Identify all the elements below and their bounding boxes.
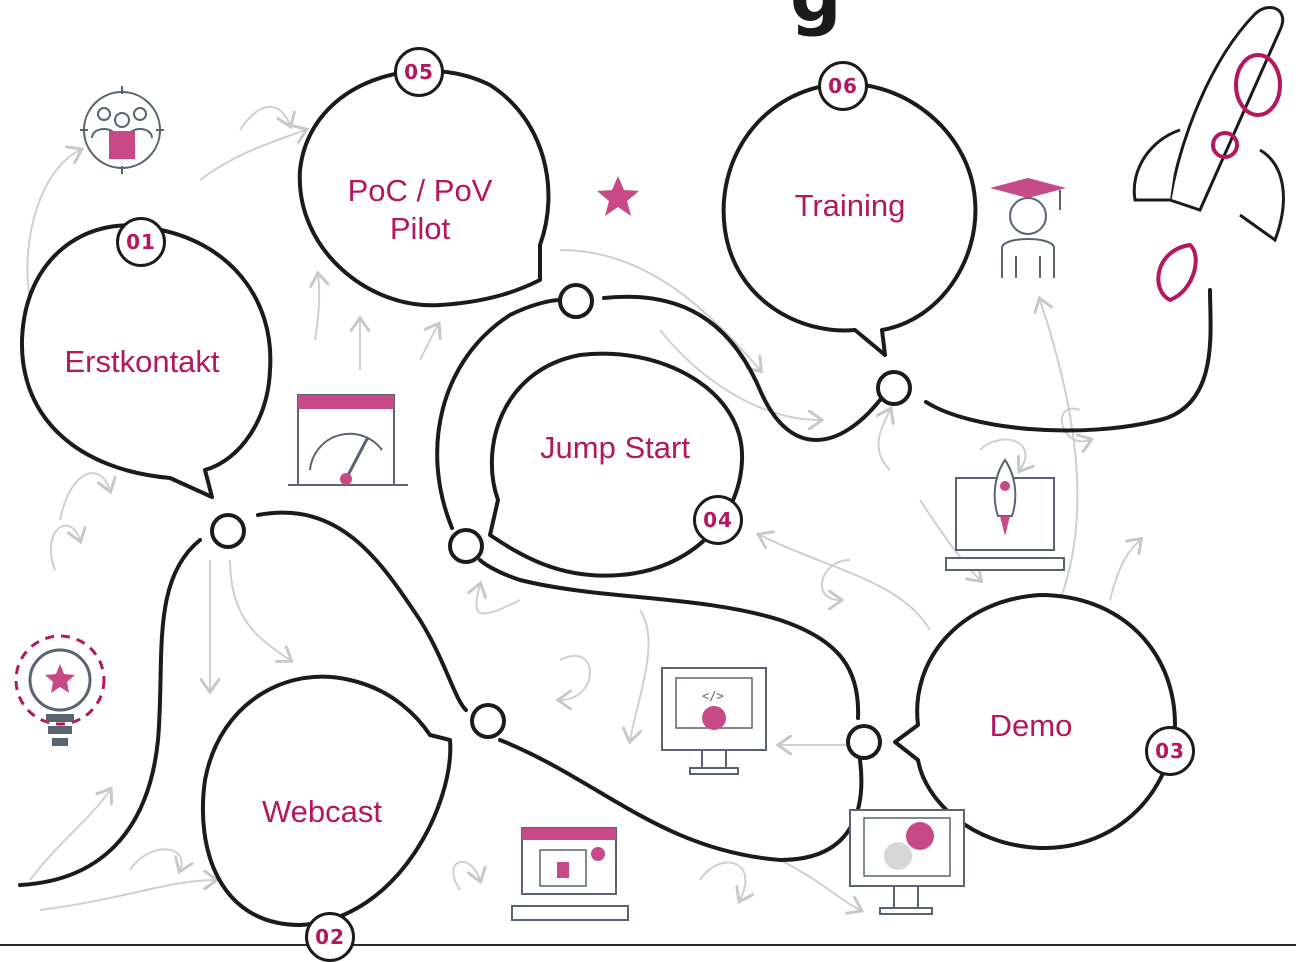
step-badge-06: 06 bbox=[818, 61, 868, 111]
step-number: 03 bbox=[1155, 739, 1185, 763]
monitor-code-icon bbox=[849, 809, 965, 915]
step-number: 05 bbox=[404, 60, 434, 84]
junction-circles bbox=[210, 283, 912, 760]
rocket-icon bbox=[1132, 5, 1285, 303]
step-badge-05: 05 bbox=[394, 47, 444, 97]
step-badge-01: 01 bbox=[116, 217, 166, 267]
background-arrows bbox=[26, 105, 1140, 910]
star-icon bbox=[597, 176, 639, 216]
step-label-erstkontakt: Erstkontakt bbox=[64, 344, 220, 379]
step-number: 04 bbox=[703, 508, 733, 532]
step-label-training: Training bbox=[794, 188, 906, 223]
bubble-poc bbox=[297, 68, 551, 308]
step-badge-02: 02 bbox=[305, 912, 355, 962]
bubble-demo bbox=[893, 593, 1177, 851]
laptop-webinar-icon bbox=[511, 827, 629, 921]
step-number: 01 bbox=[126, 230, 156, 254]
speedometer-dashboard-icon bbox=[288, 394, 408, 486]
step-label-poc-pilot: PoC / PoV Pilot bbox=[347, 173, 493, 246]
svg-text:</>: </> bbox=[702, 689, 724, 703]
step-badge-03: 03 bbox=[1145, 726, 1195, 776]
step-label-jump-start: Jump Start bbox=[540, 430, 690, 465]
bubble-webcast bbox=[200, 674, 453, 927]
step-label-webcast: Webcast bbox=[261, 794, 383, 829]
bubble-jump-start bbox=[488, 351, 745, 578]
team-target-icon bbox=[80, 86, 164, 174]
monitor-code-settings-icon: </> bbox=[661, 667, 767, 775]
road-path bbox=[18, 288, 1213, 887]
laptop-rocket-launch-icon bbox=[945, 458, 1065, 571]
step-label-demo: Demo bbox=[989, 708, 1073, 743]
step-number: 02 bbox=[315, 925, 345, 949]
step-badge-04: 04 bbox=[693, 495, 743, 545]
lightbulb-star-icon bbox=[14, 634, 106, 746]
title-fragment: g bbox=[790, 0, 842, 38]
graduate-icon bbox=[990, 178, 1066, 278]
step-number: 06 bbox=[828, 74, 858, 98]
